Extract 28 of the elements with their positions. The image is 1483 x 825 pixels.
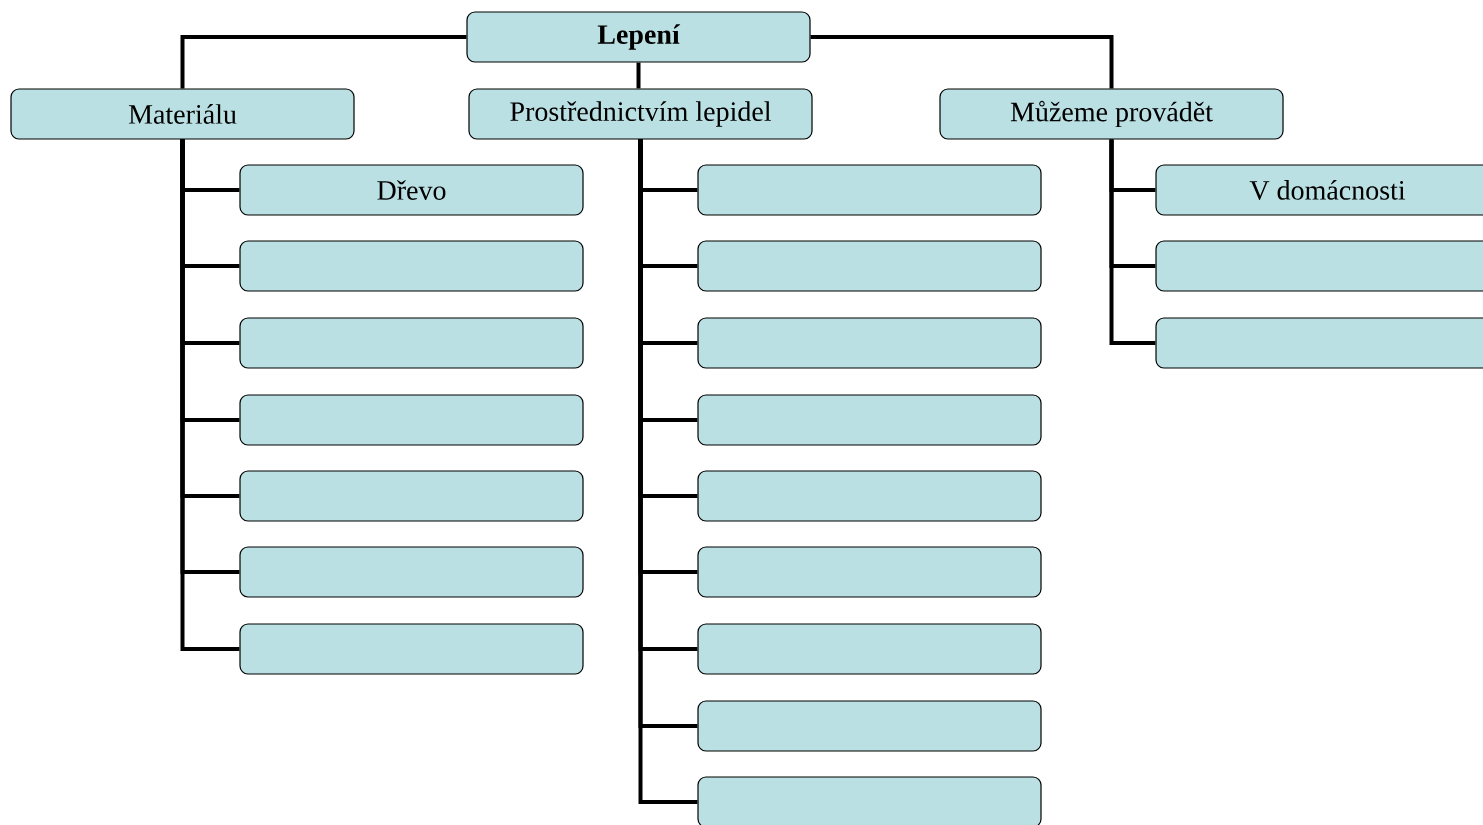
empty-box (697, 700, 1042, 752)
empty-box (697, 776, 1042, 825)
empty-box (697, 623, 1042, 675)
connector-line (810, 35, 1114, 89)
empty-box (697, 164, 1042, 216)
empty-box (239, 470, 584, 522)
category-box: Materiálu (10, 88, 355, 140)
connector-line (636, 62, 641, 89)
connector-line (180, 139, 240, 651)
empty-box (239, 623, 584, 675)
empty-box (1155, 317, 1483, 369)
empty-box (239, 317, 584, 369)
category-box: Můžeme provádět (939, 88, 1284, 140)
category-box: Prostřednictvím lepidel (468, 88, 813, 140)
category-box: V domácnosti (1155, 164, 1483, 216)
empty-box (1155, 240, 1483, 292)
empty-box (239, 394, 584, 446)
root-box: Lepení (466, 11, 811, 63)
empty-box (697, 317, 1042, 369)
empty-box (697, 546, 1042, 598)
empty-box (239, 240, 584, 292)
connector-line (180, 35, 467, 89)
empty-box (697, 394, 1042, 446)
empty-box (697, 240, 1042, 292)
empty-box (239, 546, 584, 598)
category-box: Dřevo (239, 164, 584, 216)
connector-line (1109, 139, 1156, 345)
empty-box (697, 470, 1042, 522)
